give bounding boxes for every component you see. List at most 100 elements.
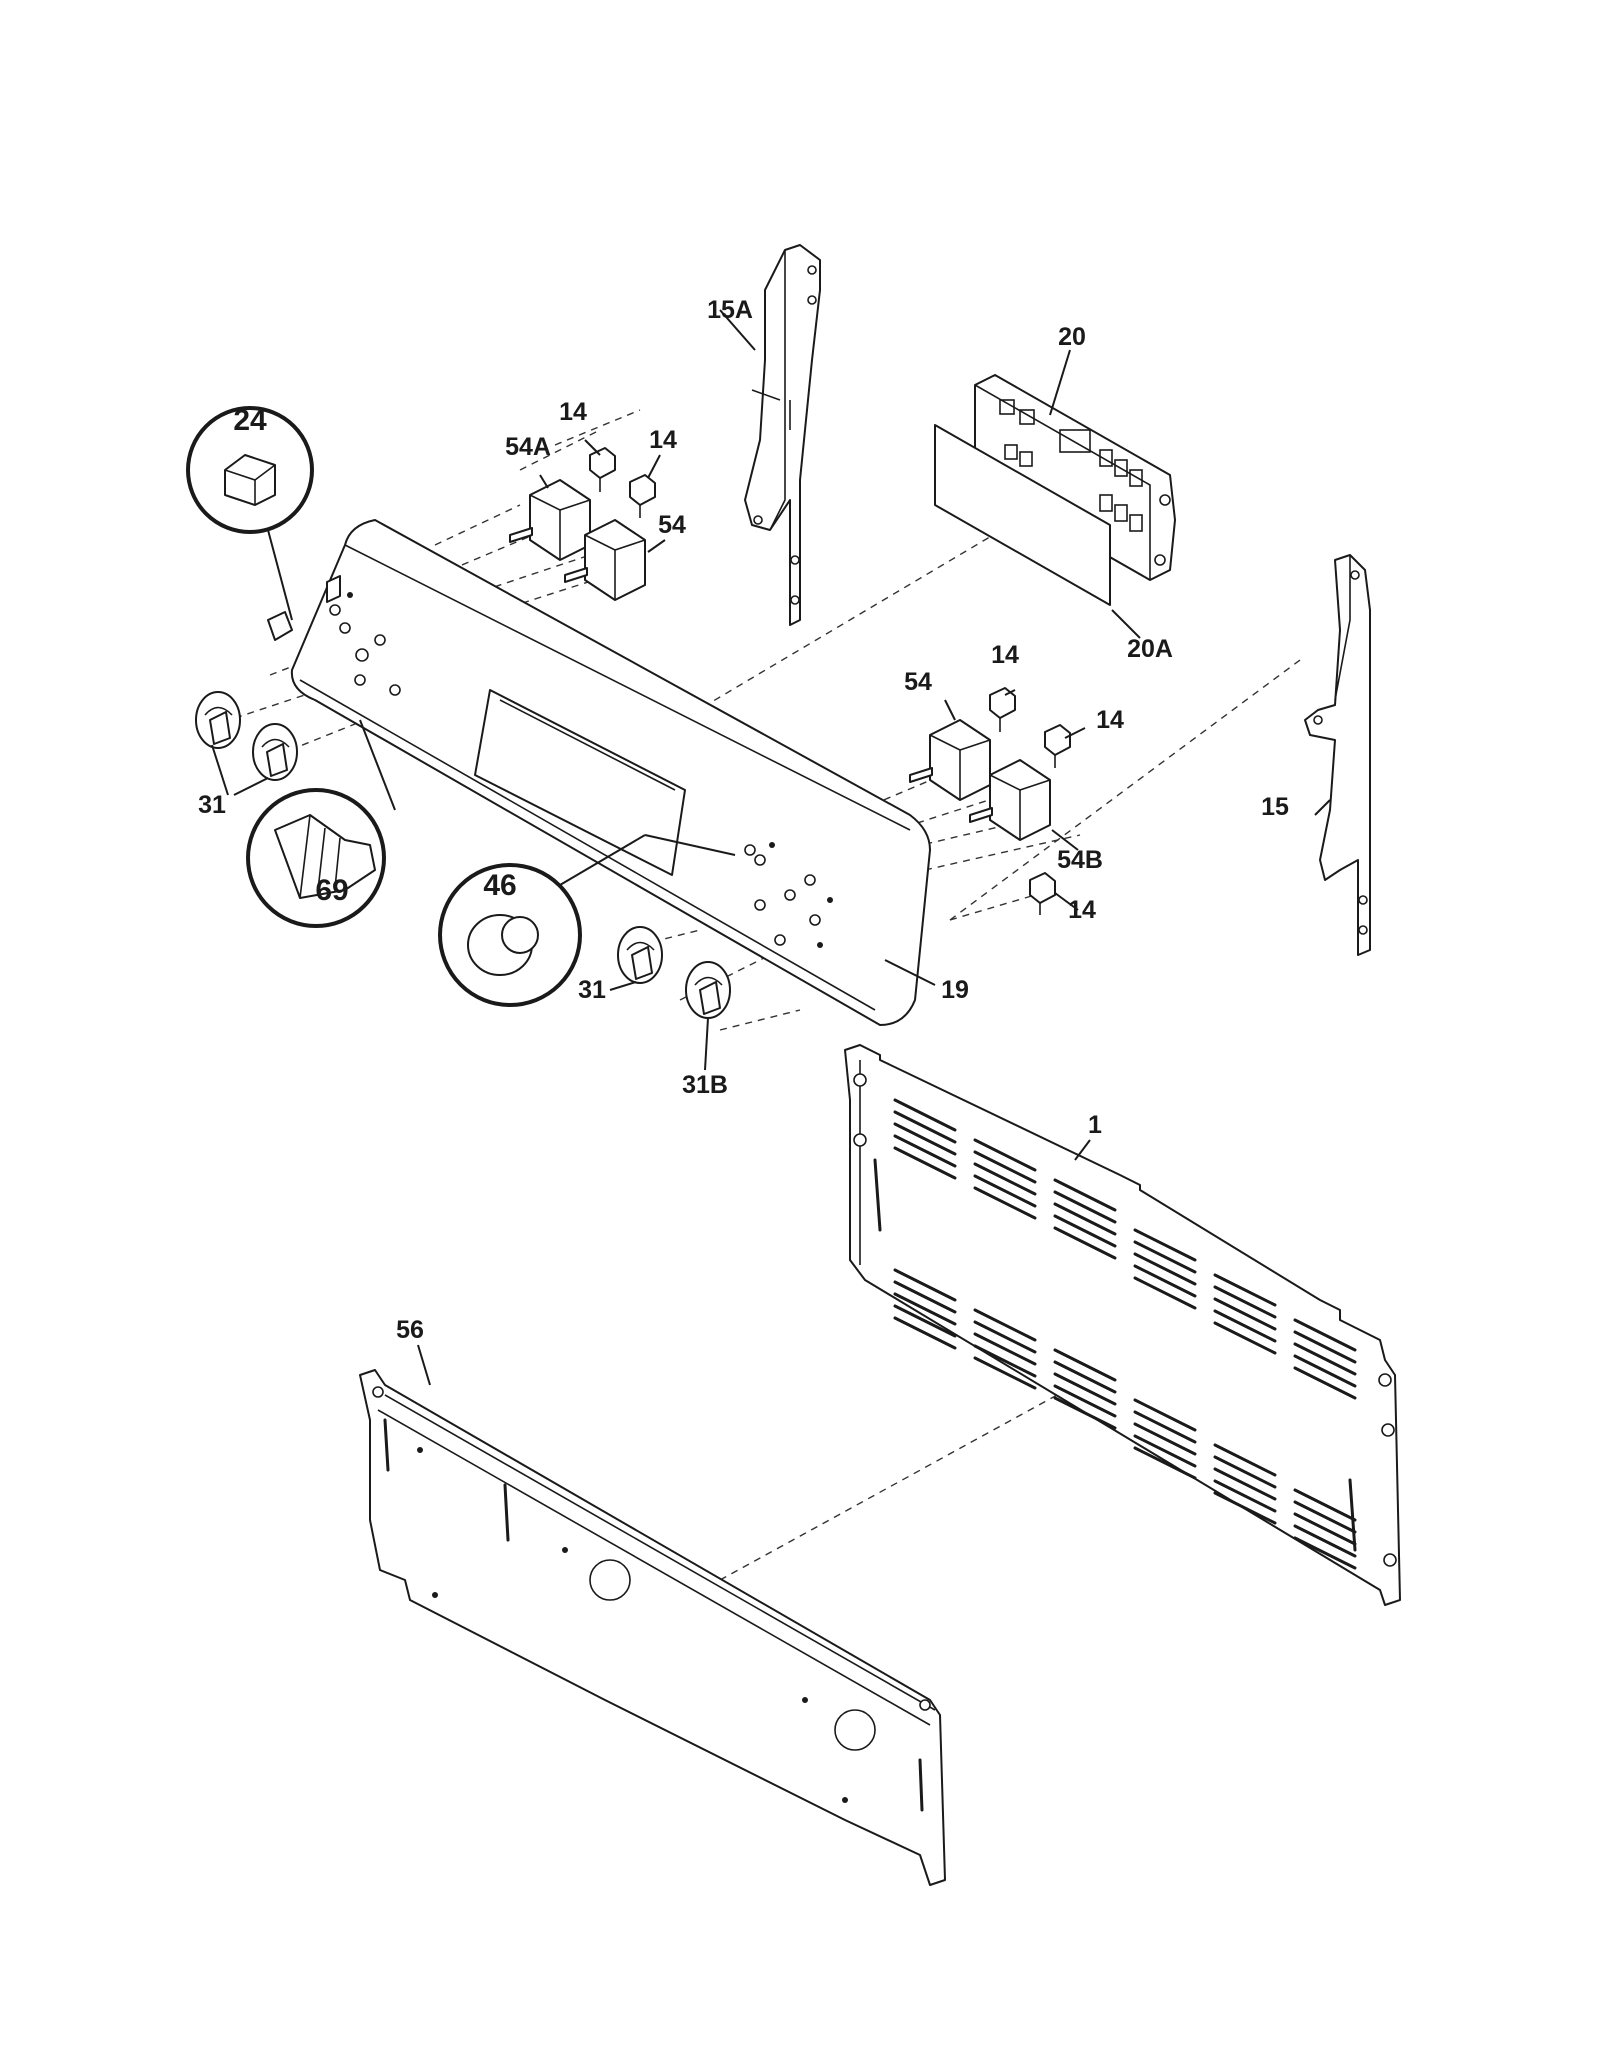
- louver-slot: [1293, 1500, 1357, 1534]
- louver-slot: [973, 1150, 1037, 1184]
- louver-slot: [1293, 1354, 1357, 1388]
- louver-slot: [1213, 1455, 1277, 1489]
- back-trim-panel: [359, 1369, 946, 1886]
- label-part-15a: 15A: [707, 296, 753, 324]
- label-part-54a: 54A: [505, 433, 551, 461]
- label-part-56: 56: [396, 1316, 424, 1344]
- side-trim-15: [1304, 554, 1371, 956]
- infinite-switch-54a: [509, 479, 591, 561]
- control-console: [290, 519, 931, 1026]
- label-part-1: 1: [1088, 1111, 1102, 1139]
- louver-slot: [1213, 1309, 1277, 1343]
- louver-slot: [1053, 1202, 1117, 1236]
- louver-slot: [893, 1292, 957, 1326]
- louver-slot: [1053, 1178, 1117, 1212]
- louver-slot: [893, 1146, 957, 1180]
- side-trim-15a: [744, 244, 821, 626]
- louver-slot: [1213, 1297, 1277, 1331]
- label-part-54b: 54B: [1057, 846, 1103, 874]
- label-part-31-left: 31: [198, 791, 226, 819]
- louver-slot: [1213, 1467, 1277, 1501]
- louver-slot: [1053, 1190, 1117, 1224]
- louver-slot: [1133, 1398, 1197, 1432]
- label-leaders: [417, 309, 1331, 1386]
- label-part-31b: 31B: [682, 1071, 728, 1099]
- louver-slot: [1293, 1512, 1357, 1546]
- terminal-clip-right-b: [1044, 724, 1071, 768]
- louver-slot: [1213, 1321, 1277, 1355]
- control-overlay-20a: [934, 424, 1111, 606]
- louver-slot: [1293, 1318, 1357, 1352]
- louver-slot: [893, 1098, 957, 1132]
- label-part-54-upper: 54: [658, 511, 686, 539]
- louver-slot: [1293, 1342, 1357, 1376]
- louver-slot: [893, 1268, 957, 1302]
- control-knob-left-a: [195, 691, 241, 749]
- infinite-switch-54-upper: [564, 519, 646, 601]
- label-part-14-right-b: 14: [1096, 706, 1124, 734]
- label-part-14-upper-b: 14: [649, 426, 677, 454]
- screw-callout: [246, 719, 396, 928]
- louver-slot: [1213, 1491, 1277, 1525]
- louver-slot: [1053, 1214, 1117, 1248]
- knob-front-leader-b: [704, 1017, 709, 1071]
- louver-slot: [893, 1280, 957, 1314]
- knob-left-leader-b: [233, 777, 269, 796]
- louver-slot: [1293, 1488, 1357, 1522]
- label-part-31-front: 31: [578, 976, 606, 1004]
- louver-slot: [1053, 1372, 1117, 1406]
- rocker-switch-callout: [186, 406, 314, 641]
- louver-slot: [973, 1320, 1037, 1354]
- label-part-14-upper-a: 14: [559, 398, 587, 426]
- control-knob-left-b: [252, 723, 298, 781]
- louver-slot: [1293, 1536, 1357, 1570]
- louver-slot: [893, 1316, 957, 1350]
- louver-slot: [893, 1304, 957, 1338]
- terminal-clip-right-c: [1029, 872, 1056, 915]
- louver-slot: [1053, 1226, 1117, 1260]
- louver-slot: [1053, 1360, 1117, 1394]
- louver-slot: [1133, 1252, 1197, 1286]
- louver-slot: [1133, 1434, 1197, 1468]
- louver-slot: [1213, 1285, 1277, 1319]
- louver-slot: [973, 1356, 1037, 1390]
- electronic-control-board: [974, 374, 1176, 581]
- louver-slot: [1053, 1384, 1117, 1418]
- louver-slot: [1133, 1264, 1197, 1298]
- louver-slot: [1133, 1446, 1197, 1480]
- louver-slot: [1133, 1228, 1197, 1262]
- label-part-20a: 20A: [1127, 635, 1173, 663]
- louver-slot: [973, 1162, 1037, 1196]
- louver-slot: [973, 1332, 1037, 1366]
- vent-louvers: [893, 1098, 1357, 1570]
- control-knob-front-b: [685, 961, 731, 1019]
- label-part-24: 24: [233, 404, 267, 437]
- label-part-20: 20: [1058, 323, 1086, 351]
- label-part-14-right-a: 14: [991, 641, 1019, 669]
- louver-slot: [973, 1308, 1037, 1342]
- label-part-19: 19: [941, 976, 969, 1004]
- part-labels: 24 15A 20 14 14 54A 54 20A 14 54 14 15 5…: [198, 296, 1289, 1344]
- label-part-14-right-c: 14: [1068, 896, 1096, 924]
- louver-slot: [1213, 1273, 1277, 1307]
- louver-slot: [1293, 1524, 1357, 1558]
- louver-slot: [1293, 1330, 1357, 1364]
- louver-slot: [1133, 1240, 1197, 1274]
- louver-slot: [1213, 1479, 1277, 1513]
- louver-slot: [1053, 1348, 1117, 1382]
- louver-slot: [1293, 1366, 1357, 1400]
- louver-slot: [1133, 1422, 1197, 1456]
- rear-panel: [844, 1044, 1401, 1606]
- control-knob-front-a: [617, 926, 663, 984]
- louver-slot: [1133, 1410, 1197, 1444]
- louver-slot: [973, 1186, 1037, 1220]
- label-part-54-right: 54: [904, 668, 932, 696]
- terminal-clip-upper-b: [629, 474, 656, 518]
- louver-slot: [973, 1344, 1037, 1378]
- louver-slot: [1133, 1276, 1197, 1310]
- infinite-switch-54b: [969, 759, 1051, 841]
- terminal-clip-upper-a: [589, 447, 616, 492]
- knob-left-leader-a: [211, 744, 229, 796]
